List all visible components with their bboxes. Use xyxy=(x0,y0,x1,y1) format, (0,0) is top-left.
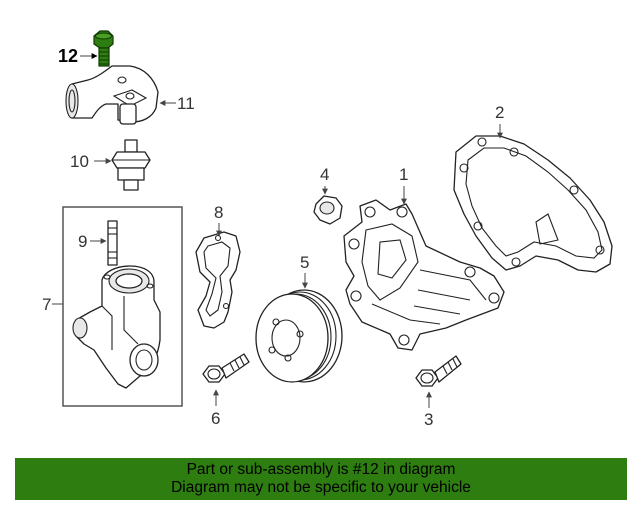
callout-6: 6 xyxy=(211,409,220,428)
part-9-stud[interactable] xyxy=(107,220,118,266)
part-12-bolt[interactable] xyxy=(93,30,114,67)
callout-8: 8 xyxy=(214,203,223,222)
part-6-bolt[interactable] xyxy=(202,353,250,383)
callout-11: 11 xyxy=(177,94,195,113)
part-7-assembly-box xyxy=(62,206,183,407)
part-7-thermostat-housing[interactable] xyxy=(72,265,161,389)
part-8-gasket[interactable] xyxy=(195,231,241,329)
callout-10: 10 xyxy=(70,152,89,171)
part-10-thermostat[interactable] xyxy=(111,139,151,191)
banner-line-2: Diagram may not be specific to your vehi… xyxy=(171,479,471,496)
callout-5: 5 xyxy=(300,253,309,272)
callout-4: 4 xyxy=(320,165,329,184)
part-11-water-outlet[interactable] xyxy=(65,65,159,125)
part-1-water-pump[interactable] xyxy=(343,199,505,351)
callout-1: 1 xyxy=(399,165,408,184)
callout-9: 9 xyxy=(78,232,87,251)
part-2-pump-gasket[interactable] xyxy=(453,135,613,273)
banner-line-1: Part or sub-assembly is #12 in diagram xyxy=(186,461,456,478)
callout-7: 7 xyxy=(42,295,51,314)
part-3-bolt[interactable] xyxy=(415,355,462,387)
part-4-nut[interactable] xyxy=(313,195,343,225)
callout-3: 3 xyxy=(424,410,433,429)
callout-2: 2 xyxy=(495,103,504,122)
info-banner: Part or sub-assembly is #12 in diagram D… xyxy=(15,458,627,500)
part-5-pulley[interactable] xyxy=(255,289,343,383)
callout-12: 12 xyxy=(58,46,78,66)
